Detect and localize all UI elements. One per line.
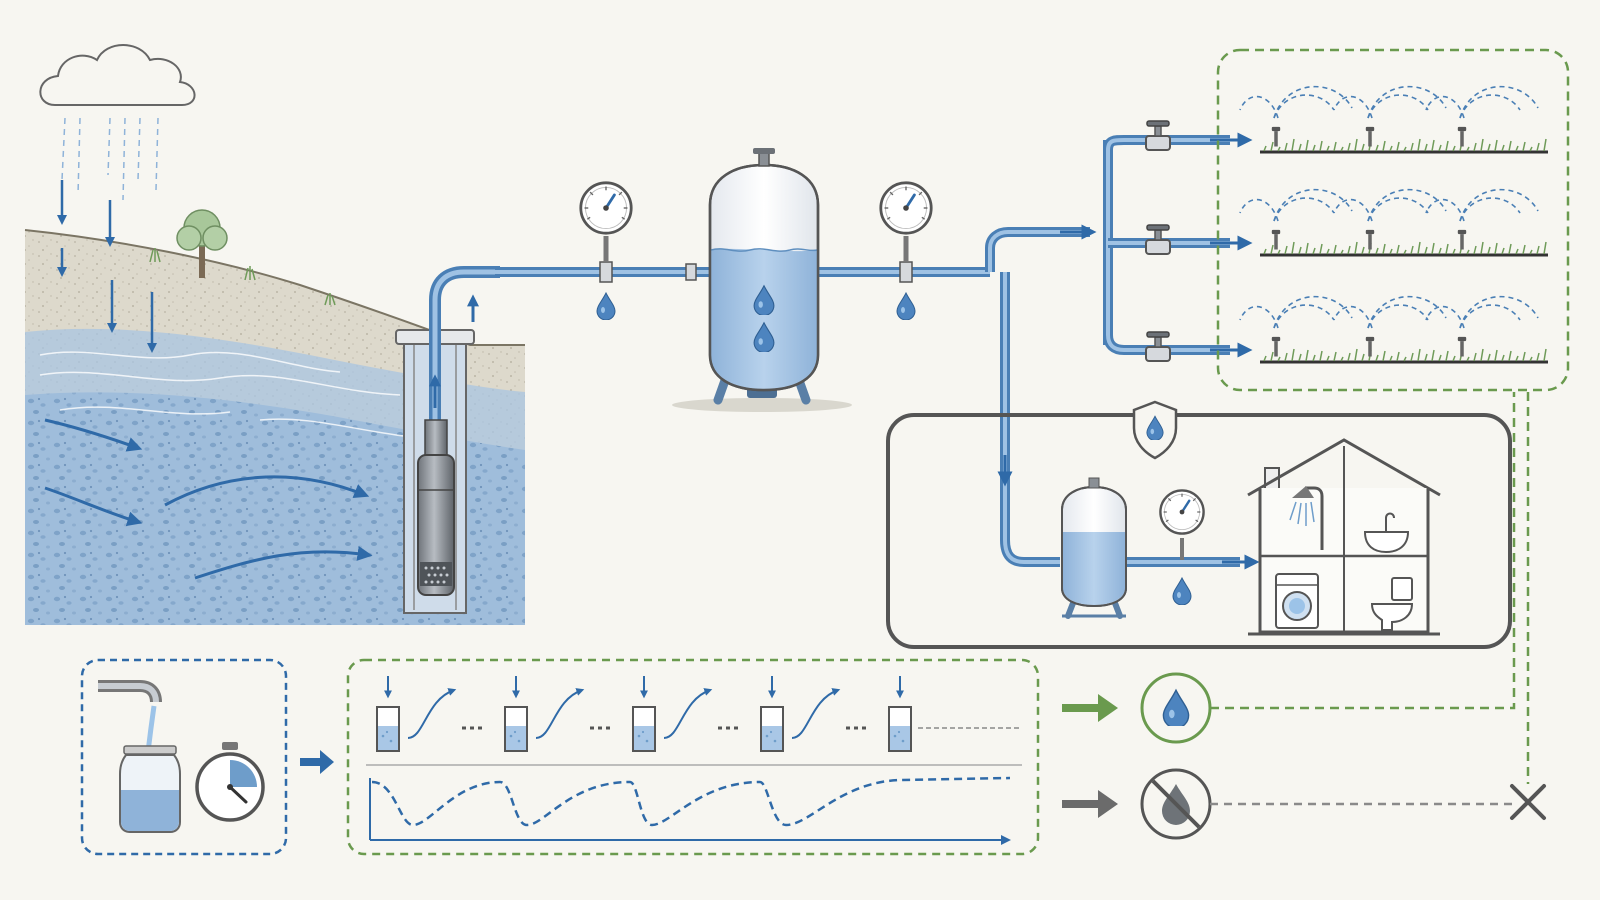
arrow-icon bbox=[1062, 790, 1118, 818]
spray-pattern bbox=[1425, 188, 1539, 222]
valve-icon bbox=[1145, 120, 1171, 151]
infiltration-arrows bbox=[57, 180, 157, 353]
test-cycle bbox=[632, 676, 742, 752]
riser-pipe bbox=[429, 266, 500, 458]
pressure-tank-icon bbox=[1061, 477, 1127, 619]
sprinkler-icon bbox=[1457, 336, 1467, 357]
irrigation-zone bbox=[1239, 295, 1548, 364]
sprinkler-icon bbox=[1365, 229, 1375, 250]
sufficient-yield-connector bbox=[1210, 392, 1516, 710]
water-drop-icon bbox=[596, 292, 616, 320]
spray-pattern bbox=[1239, 295, 1353, 329]
beaker-icon bbox=[632, 706, 656, 752]
beaker-icon bbox=[376, 706, 400, 752]
washing-machine-icon bbox=[1275, 573, 1319, 629]
beaker-icon bbox=[760, 706, 784, 752]
test-cycle bbox=[760, 676, 870, 752]
shield-water-drop-icon bbox=[1132, 400, 1178, 460]
stopwatch-icon bbox=[195, 742, 265, 822]
aquifer-gravel bbox=[25, 392, 525, 625]
irrigation-zone bbox=[1239, 188, 1548, 257]
water-ripples bbox=[39, 351, 421, 439]
cross-icon bbox=[1510, 784, 1546, 820]
spray-pattern bbox=[1333, 188, 1447, 222]
groundwater-flow-arrows bbox=[44, 418, 373, 580]
rain-cloud-icon bbox=[39, 44, 196, 353]
pressure-gauge-icon bbox=[879, 181, 933, 262]
spray-pattern bbox=[1425, 295, 1539, 329]
irrigation-zones bbox=[1239, 85, 1548, 364]
test-cycle bbox=[376, 676, 486, 752]
irrigation-zone-box bbox=[1216, 48, 1570, 392]
drawdown-recovery-box bbox=[346, 658, 1040, 856]
submersible-pump-icon bbox=[417, 419, 455, 596]
beaker-icon bbox=[504, 706, 528, 752]
pressure-gauge-icon bbox=[579, 181, 633, 262]
water-jar-icon bbox=[98, 680, 181, 833]
water-drop-icon bbox=[1140, 672, 1212, 744]
spray-pattern bbox=[1239, 188, 1353, 222]
arrow-icon bbox=[300, 750, 334, 774]
beaker-icon bbox=[888, 706, 912, 752]
sink-icon bbox=[1363, 512, 1410, 554]
drawdown-cycles bbox=[376, 676, 1022, 752]
sprinkler-icon bbox=[1457, 126, 1467, 147]
sprinkler-icon bbox=[1365, 336, 1375, 357]
spray-pattern bbox=[1239, 85, 1353, 119]
test-cycle bbox=[504, 676, 614, 752]
valve-icon bbox=[1145, 331, 1171, 362]
flow-arrows bbox=[997, 455, 1260, 570]
yield-test-box bbox=[80, 658, 288, 856]
flow-arrows bbox=[1060, 132, 1253, 358]
spray-pattern bbox=[1333, 295, 1447, 329]
irrigation-branch-pipe bbox=[985, 135, 1230, 355]
arrow-icon bbox=[1062, 694, 1118, 722]
pressure-tank-icon bbox=[672, 148, 852, 412]
ground-cross-section bbox=[24, 209, 525, 625]
grass-tufts bbox=[149, 248, 336, 306]
household-system-box bbox=[886, 413, 1512, 649]
sprinkler-icon bbox=[1365, 126, 1375, 147]
test-cycle bbox=[888, 676, 1022, 752]
spray-pattern bbox=[1333, 85, 1447, 119]
spray-pattern bbox=[1425, 85, 1539, 119]
uplift-arrows bbox=[429, 294, 479, 408]
toilet-icon bbox=[1370, 577, 1414, 631]
house-branch-pipe bbox=[1000, 272, 1240, 567]
tree-icon bbox=[176, 209, 228, 278]
pressure-gauge-icon bbox=[1159, 489, 1205, 560]
water-drop-icon bbox=[896, 292, 916, 320]
sprinkler-icon bbox=[1457, 229, 1467, 250]
water-drop-icon bbox=[1172, 577, 1192, 605]
shower-icon bbox=[1289, 486, 1324, 550]
irrigation-zone bbox=[1239, 85, 1548, 154]
no-water-icon bbox=[1140, 768, 1212, 840]
valve-icon bbox=[1145, 224, 1171, 255]
recovery-curve bbox=[369, 776, 1011, 845]
